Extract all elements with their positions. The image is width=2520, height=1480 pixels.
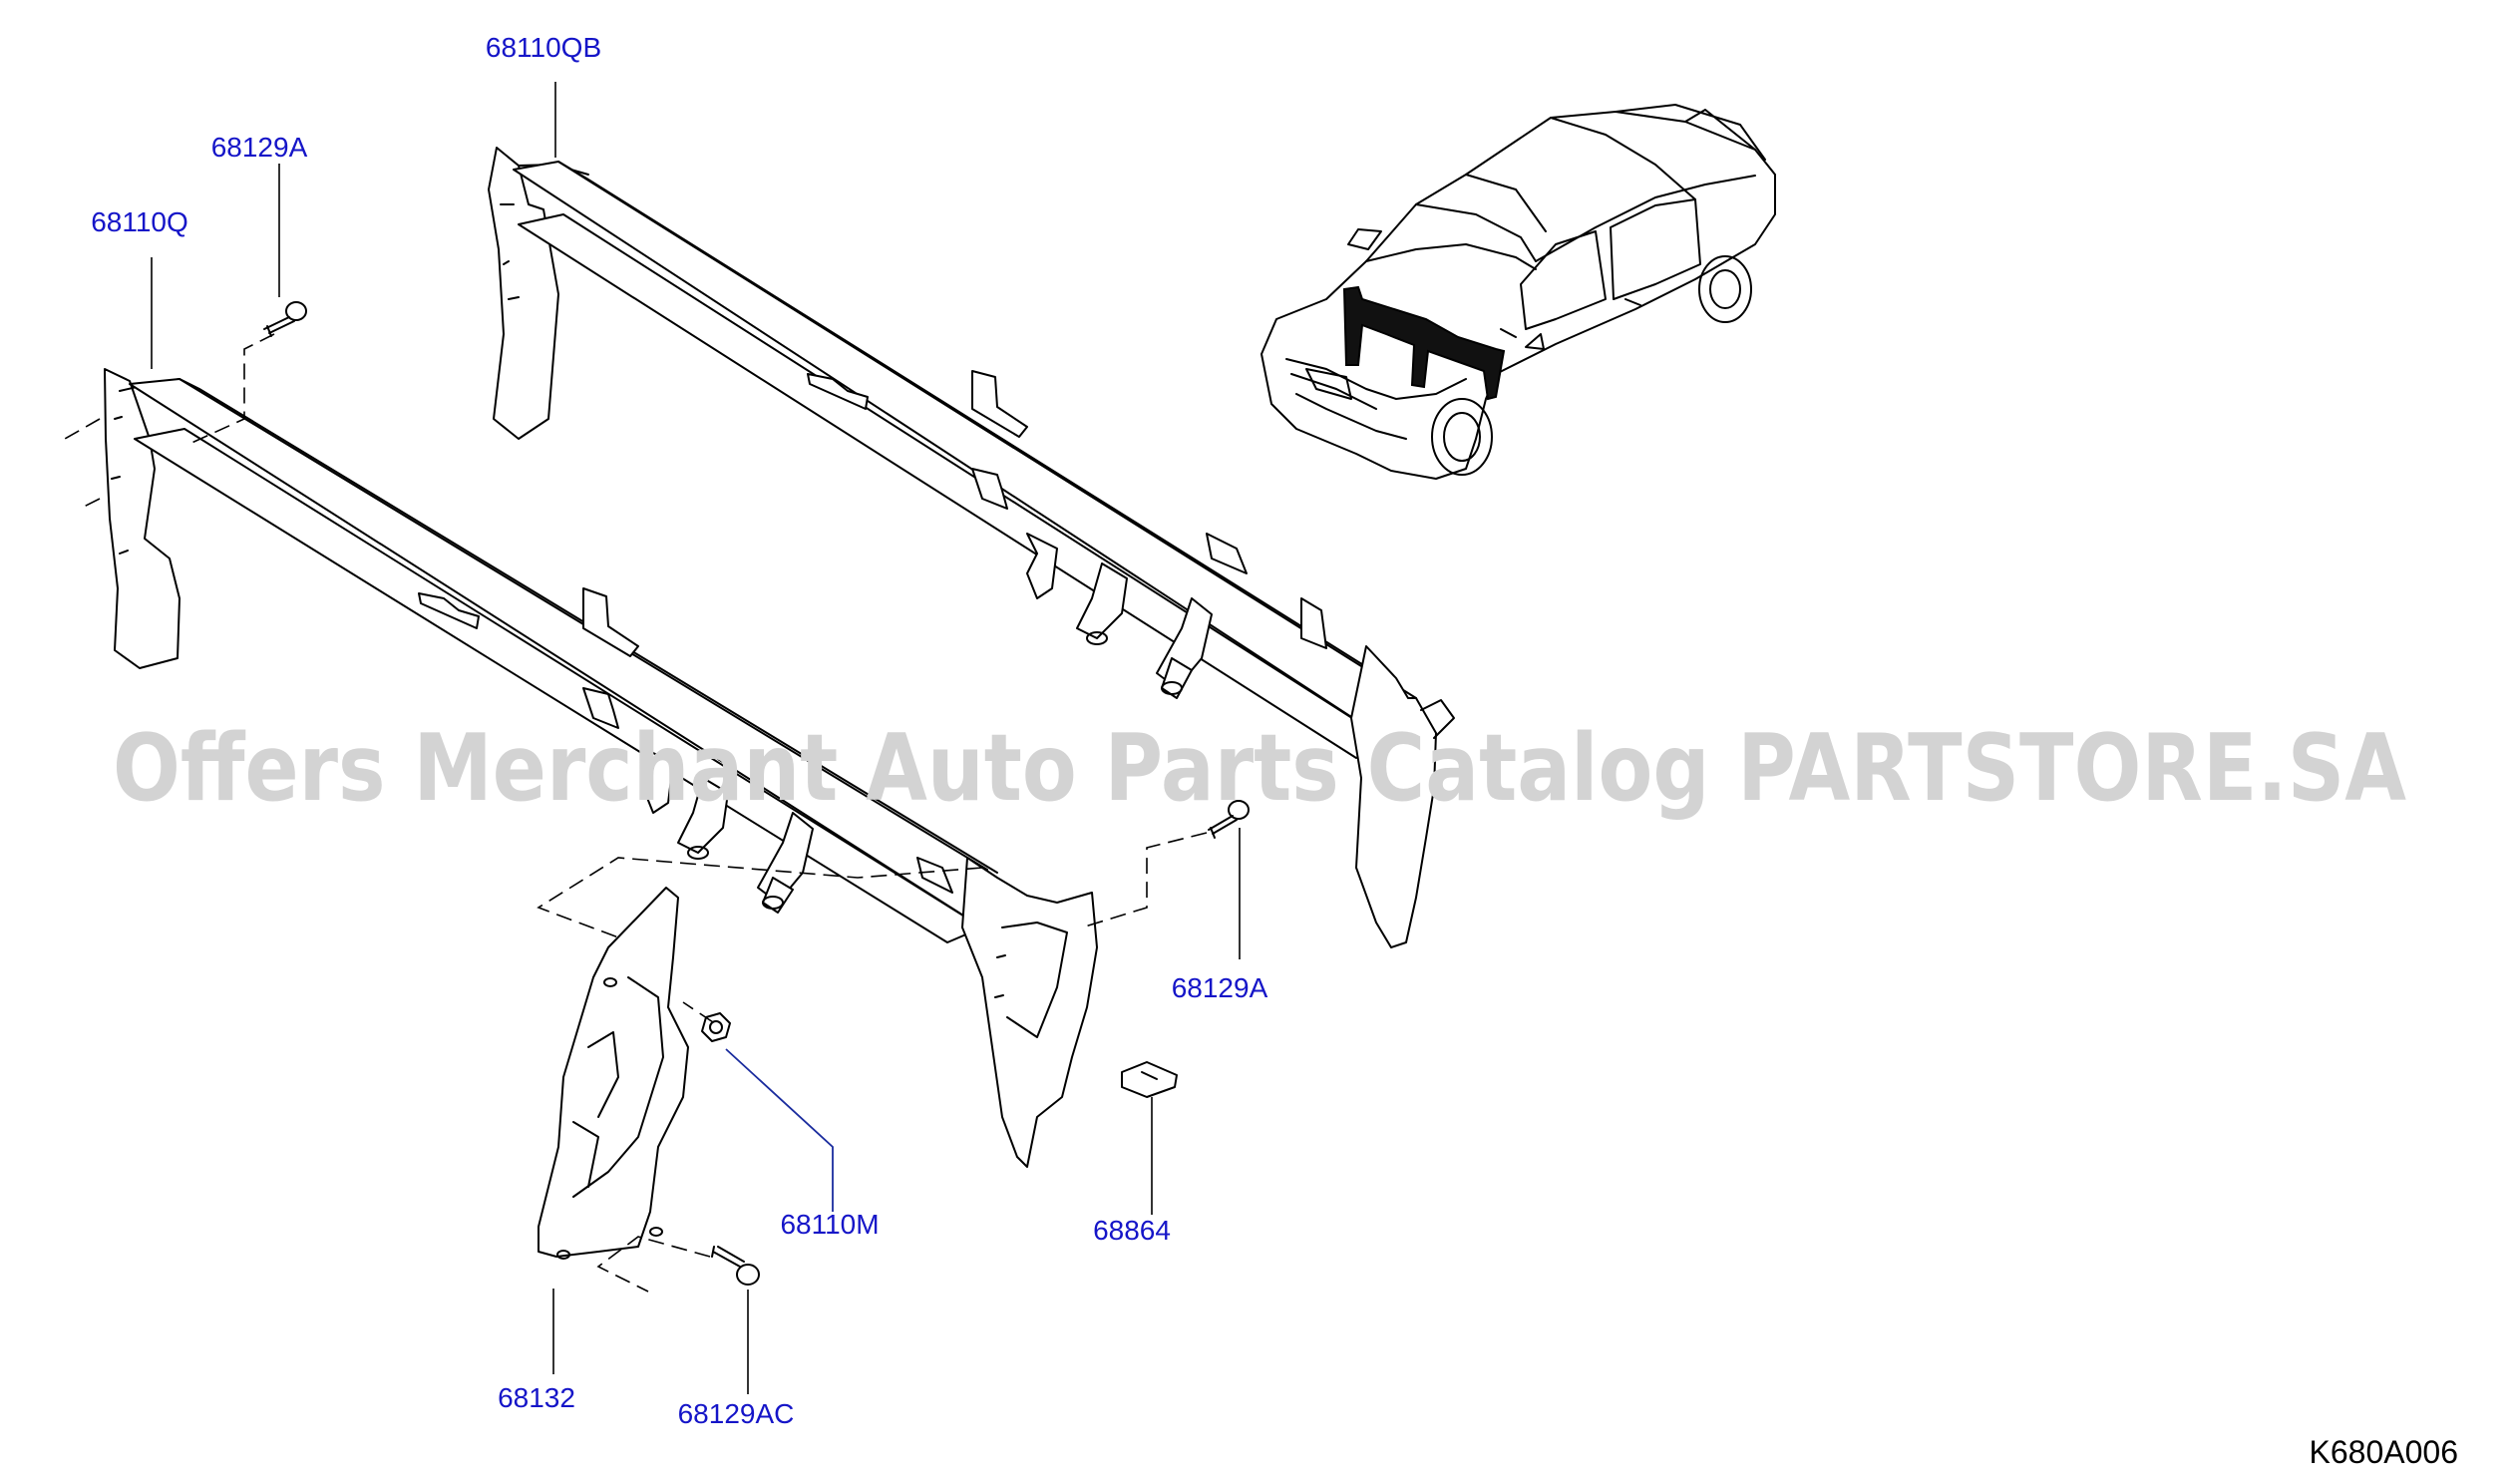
callout-68864[interactable]: 68864	[1093, 1215, 1171, 1246]
callout-68110M[interactable]: 68110M	[780, 1209, 879, 1240]
callout-68110Q[interactable]: 68110Q	[91, 206, 188, 237]
callout-68110QB[interactable]: 68110QB	[486, 32, 601, 63]
side-bracket-68132	[538, 887, 689, 1260]
bolt-68129A-right	[1208, 800, 1250, 839]
watermark: Offers Merchant Auto Parts Catalog PARTS…	[113, 714, 2406, 822]
bolt-68129AC	[711, 1246, 760, 1286]
assembly-guide-lines	[64, 333, 1208, 1293]
leader-lines	[151, 82, 1241, 1394]
callout-68129AC[interactable]: 68129AC	[678, 1398, 795, 1429]
clip-68864	[1121, 1061, 1178, 1098]
diagram-code: K680A006	[2310, 1434, 2458, 1470]
front-cross-beam	[104, 368, 1098, 1168]
rear-cross-beam	[488, 147, 1455, 948]
callout-68129A-right[interactable]: 68129A	[1172, 972, 1268, 1003]
bolt-68129A-top	[263, 301, 307, 337]
vehicle-location-illustration	[1260, 104, 1776, 480]
callout-68129A-top[interactable]: 68129A	[211, 132, 308, 163]
callout-68132[interactable]: 68132	[498, 1382, 575, 1413]
